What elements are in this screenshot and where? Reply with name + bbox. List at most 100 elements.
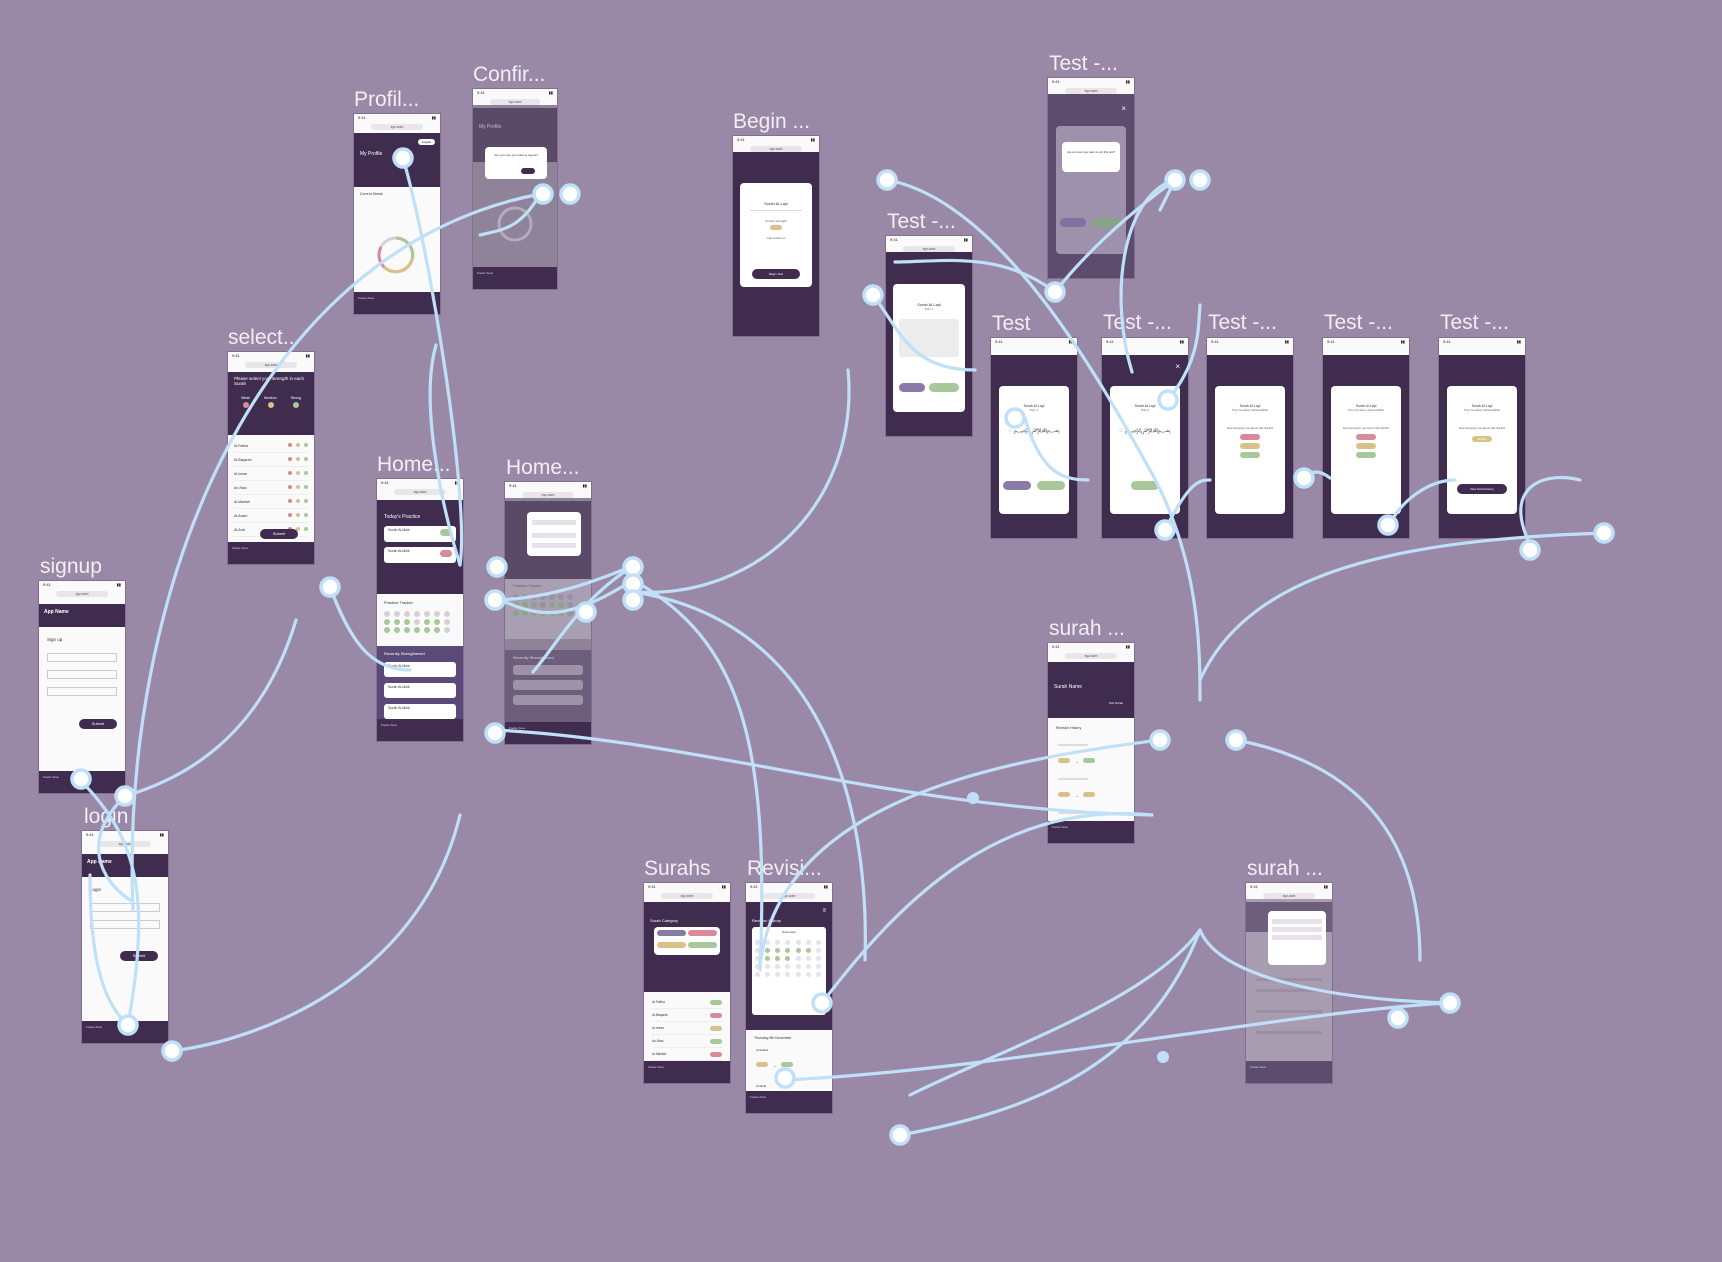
frame-label-test-2[interactable]: Test <box>992 312 1031 335</box>
strength-dot[interactable] <box>304 443 308 447</box>
frame-label-surah-2[interactable]: surah ... <box>1247 857 1323 880</box>
dropdown-menu[interactable] <box>1268 911 1326 965</box>
calendar-day[interactable] <box>755 948 760 953</box>
strength-dot[interactable] <box>296 513 300 517</box>
frame-label-login[interactable]: login <box>84 805 129 828</box>
filter-medium[interactable] <box>657 942 686 948</box>
surah-list-item[interactable]: Al-Fatiha <box>652 996 722 1009</box>
frame-label-test-modal[interactable]: Test -... <box>1049 52 1118 75</box>
complete-button[interactable] <box>929 383 959 392</box>
strength-options[interactable] <box>284 457 308 462</box>
weak-option[interactable] <box>1240 434 1260 440</box>
practice-item[interactable]: Surah Al-Mulk <box>384 526 456 542</box>
calendar-day[interactable] <box>815 940 821 945</box>
submit-button[interactable]: Submit <box>120 951 158 961</box>
surah-strength-row[interactable]: Al-Anam <box>234 509 308 523</box>
recent-item[interactable] <box>513 695 583 705</box>
calendar-day[interactable] <box>775 948 781 953</box>
email-field[interactable] <box>90 903 160 912</box>
frame-confirm[interactable]: 9:41▮▮xyz.com My Profile Are you sure yo… <box>473 89 557 289</box>
category-filter[interactable] <box>654 927 720 955</box>
calendar-day[interactable] <box>775 956 781 961</box>
frame-signup[interactable]: 9:41▮▮ xyz.com App Name Sign up Submit F… <box>39 581 125 793</box>
calendar-day[interactable] <box>805 972 811 977</box>
close-icon[interactable]: × <box>1175 362 1180 371</box>
menu-item[interactable] <box>1272 935 1322 940</box>
frame-test-6[interactable]: 9:41▮▮ Surah Al-Layl Test Complete, Alha… <box>1439 338 1525 538</box>
strong-option[interactable] <box>1240 452 1260 458</box>
strength-dot[interactable] <box>304 499 308 503</box>
strength-options[interactable] <box>284 513 308 518</box>
medium-option[interactable] <box>1356 443 1376 449</box>
view-history-button[interactable]: View Surah History <box>1457 484 1507 494</box>
begin-test-button[interactable]: Begin Test <box>752 269 800 279</box>
frame-begin[interactable]: 9:41▮▮xyz.com Surah Al-Layl Current stre… <box>733 136 819 336</box>
calendar-day[interactable] <box>755 964 760 969</box>
strength-dot[interactable] <box>288 499 292 503</box>
calendar-day[interactable] <box>815 972 821 977</box>
strength-dot[interactable] <box>296 499 300 503</box>
frame-label-confirm[interactable]: Confir... <box>473 63 546 86</box>
menu-item[interactable] <box>1272 919 1322 924</box>
frame-label-test-5[interactable]: Test -... <box>1324 311 1393 334</box>
logout-button[interactable]: Logout <box>417 139 435 145</box>
strength-dot[interactable] <box>304 527 308 531</box>
strength-dot[interactable] <box>288 513 292 517</box>
calendar-day[interactable] <box>795 956 801 961</box>
strength-dot[interactable] <box>304 471 308 475</box>
weak-option[interactable] <box>1356 434 1376 440</box>
frame-select[interactable]: 9:41▮▮ xyz.com Please select your streng… <box>228 352 314 564</box>
calendar-day[interactable] <box>815 948 821 953</box>
strength-dot[interactable] <box>288 443 292 447</box>
calendar-day[interactable] <box>805 964 811 969</box>
calendar-day[interactable] <box>795 964 801 969</box>
reveal-button[interactable] <box>1003 481 1031 490</box>
frame-test-modal[interactable]: 9:41▮▮xyz.com × Are you sure you want to… <box>1048 78 1134 278</box>
calendar-day[interactable] <box>765 972 771 977</box>
strength-dot[interactable] <box>296 471 300 475</box>
calendar-day[interactable] <box>785 964 791 969</box>
email-field[interactable] <box>47 670 117 679</box>
recent-item[interactable]: Surah Al-Mulk <box>384 662 456 677</box>
frame-test-5[interactable]: 9:41▮▮ Surah Al-Layl Test Complete, Alha… <box>1323 338 1409 538</box>
menu-item[interactable] <box>532 520 576 525</box>
frame-home-1[interactable]: 9:41▮▮ xyz.com Today's Practice Surah Al… <box>377 479 463 741</box>
calendar-day[interactable] <box>765 956 771 961</box>
frame-label-select[interactable]: select... <box>228 326 301 349</box>
frame-surah-2[interactable]: 9:41▮▮xyz.com Footer Area <box>1246 883 1332 1083</box>
strength-dot[interactable] <box>296 485 300 489</box>
surah-strength-row[interactable]: Al-Baqarah <box>234 453 308 467</box>
strength-options[interactable] <box>284 471 308 476</box>
strength-options[interactable] <box>284 499 308 504</box>
calendar-day[interactable] <box>785 948 791 953</box>
recent-item[interactable] <box>513 680 583 690</box>
strength-dot[interactable] <box>304 513 308 517</box>
surah-strength-row[interactable]: Al-Fatiha <box>234 439 308 453</box>
calendar-day[interactable] <box>785 940 791 945</box>
menu-item[interactable] <box>1272 927 1322 932</box>
calendar-day[interactable] <box>755 972 760 977</box>
reveal-button[interactable] <box>899 383 925 392</box>
recent-item[interactable]: Surah Al-Mulk <box>384 704 456 719</box>
confirm-yes-button[interactable] <box>521 168 535 174</box>
frame-test-4[interactable]: 9:41▮▮ Surah Al-Layl Test Complete, Alha… <box>1207 338 1293 538</box>
calendar-day[interactable] <box>765 964 771 969</box>
surah-strength-row[interactable]: Al-Imran <box>234 467 308 481</box>
close-icon[interactable]: × <box>1121 104 1126 113</box>
frame-test-3[interactable]: 9:41▮▮ × Surah Al-Layl Part 2 ◌ ﷽ <box>1102 338 1188 538</box>
recent-item[interactable] <box>513 665 583 675</box>
menu-icon[interactable]: ≡ <box>822 908 826 914</box>
medium-option[interactable]: Medium <box>1472 436 1492 442</box>
frame-test-2[interactable]: 9:41▮▮ Surah Al-Layl Part 1 ◌ ﷽ <box>991 338 1077 538</box>
frame-label-surahs[interactable]: Surahs <box>644 857 711 880</box>
calendar-day[interactable] <box>805 948 811 953</box>
filter-strong[interactable] <box>688 942 717 948</box>
calendar-day[interactable] <box>755 940 760 945</box>
calendar-day[interactable] <box>815 964 821 969</box>
filter-all[interactable] <box>657 930 686 936</box>
calendar-day[interactable] <box>805 956 811 961</box>
strength-dot[interactable] <box>296 443 300 447</box>
frame-label-test-1[interactable]: Test -... <box>887 210 956 233</box>
